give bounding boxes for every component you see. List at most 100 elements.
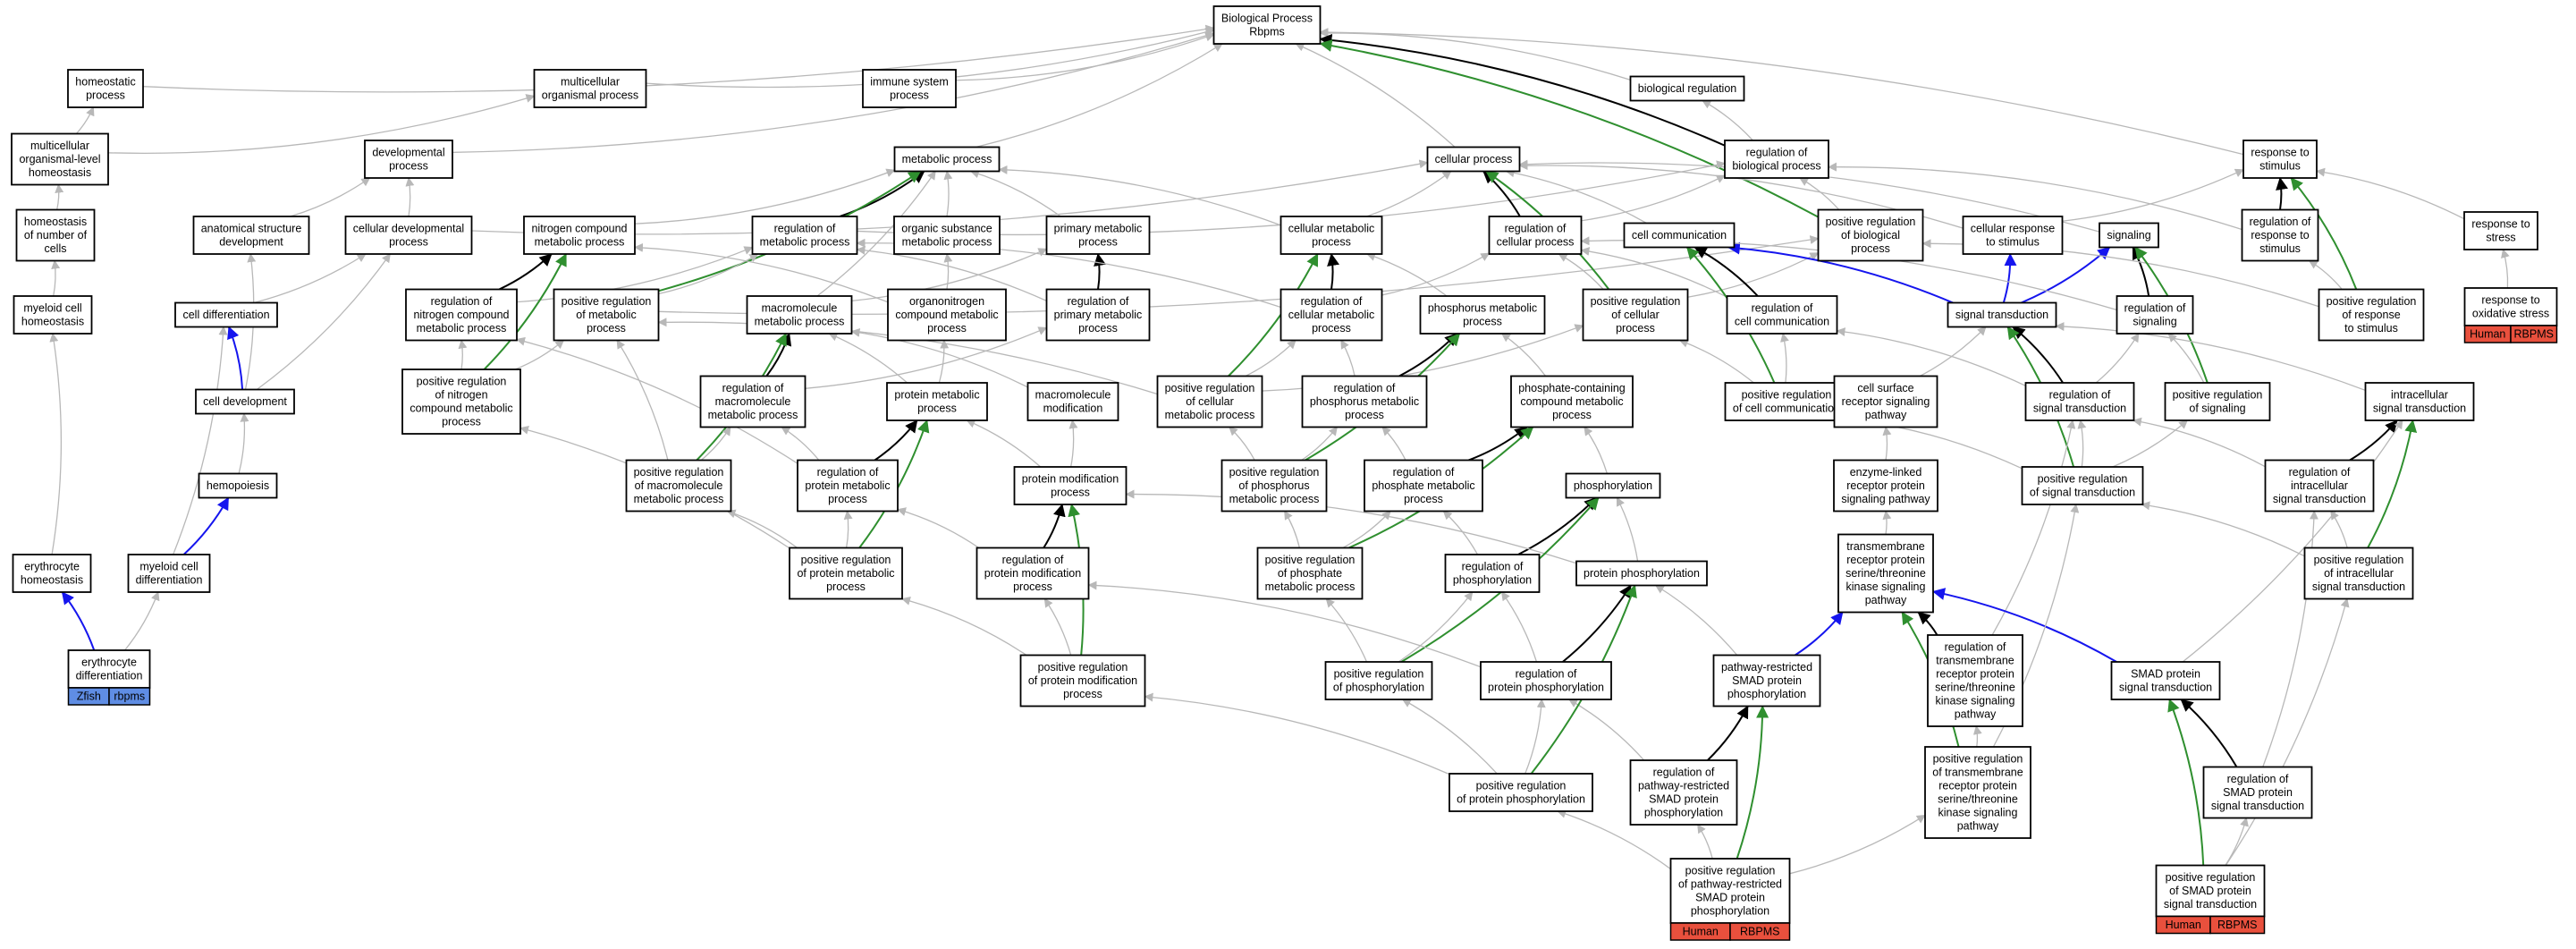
term-label: of nitrogen <box>435 389 487 402</box>
term-label: process <box>389 160 428 173</box>
edge-is-a <box>1828 162 2242 231</box>
go-term-signal-trans[interactable]: signal transduction <box>1947 301 2057 328</box>
go-term-cell-development[interactable]: cell development <box>195 388 295 415</box>
go-term-signaling[interactable]: signaling <box>2099 222 2159 249</box>
go-term-bioreg[interactable]: biological regulation <box>1629 75 1745 102</box>
term-box <box>1924 746 2031 839</box>
edge-part-of <box>1727 241 1954 304</box>
go-term-metabolic[interactable]: metabolic process <box>893 146 1001 173</box>
go-term-cellular-proc[interactable]: cellular process <box>1426 146 1521 173</box>
term-label: of protein modification <box>1028 674 1137 687</box>
go-term-cell-diff[interactable]: cell differentiation <box>174 301 278 328</box>
go-term-phosphorylation[interactable]: phosphorylation <box>1565 472 1661 499</box>
go-term-protein-phos[interactable]: protein phosphorylation <box>1575 560 1708 587</box>
term-label: development <box>219 236 283 249</box>
term-label: response to <box>2481 294 2539 307</box>
term-box <box>1837 533 1934 614</box>
term-box <box>1212 5 1322 45</box>
term-label: Biological Process <box>1221 13 1313 25</box>
edge-regulates <box>1043 504 1066 549</box>
go-term-cell-comm[interactable]: cell communication <box>1623 222 1736 249</box>
go-term-hemopoiesis[interactable]: hemopoiesis <box>198 472 278 499</box>
term-label: regulation of <box>1653 767 1715 779</box>
